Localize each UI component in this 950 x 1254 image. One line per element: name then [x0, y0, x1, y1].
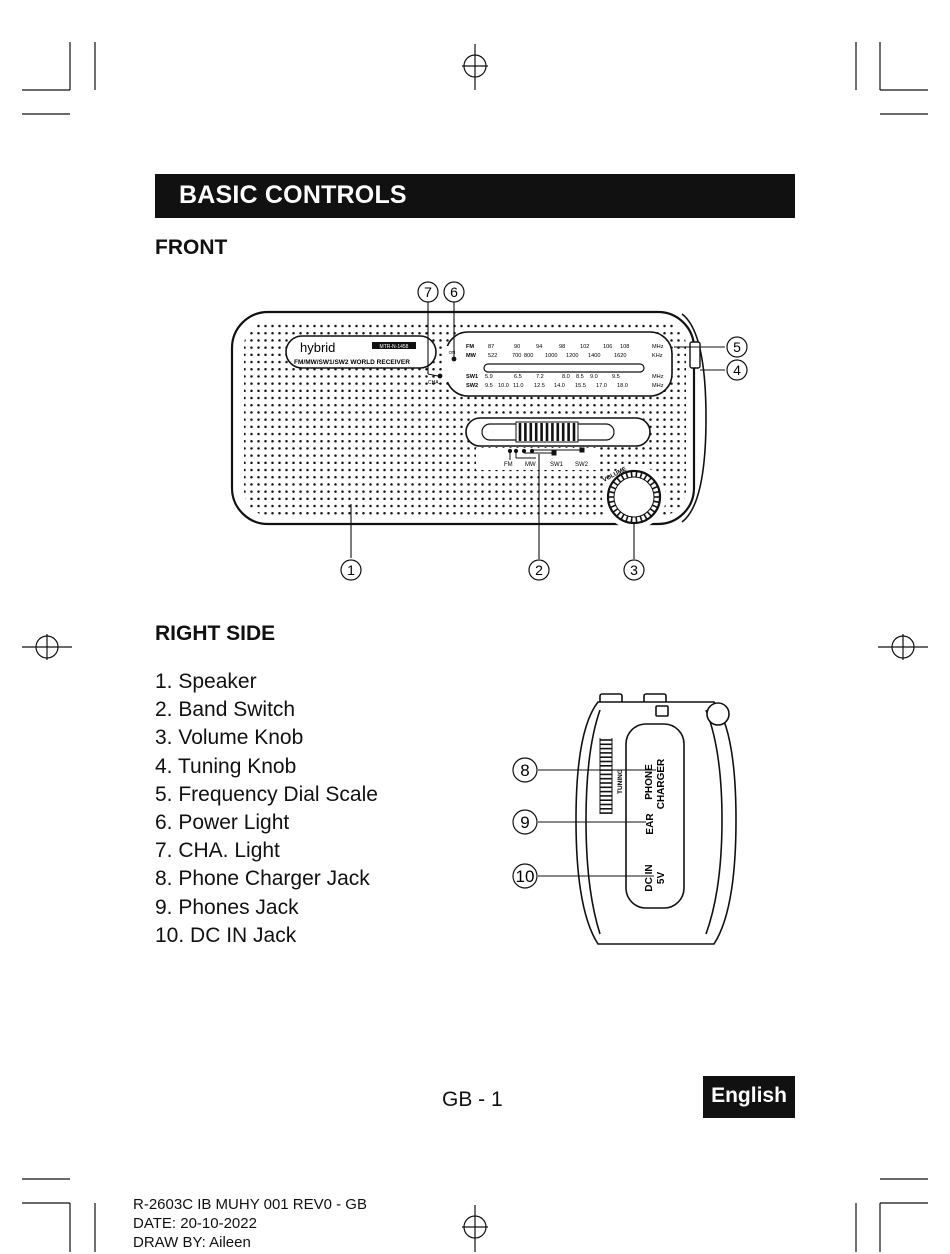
model-line: FM/MW/SW1/SW2 WORLD RECEIVER	[294, 359, 410, 366]
page-title: BASIC CONTROLS	[179, 181, 407, 209]
tuning-label: TUNING	[617, 769, 624, 794]
brand-logo: hybrid	[300, 340, 335, 355]
page-number: GB - 1	[442, 1088, 503, 1111]
dial-sw2-tick: 17.0	[596, 383, 607, 389]
callout-1: 1	[347, 562, 355, 578]
jack-label-5v: 5V	[656, 872, 667, 885]
legend-item: 5. Frequency Dial Scale	[155, 782, 378, 806]
dial-mw-tick: 1000	[545, 353, 557, 359]
dial-sw2-label: SW2	[466, 383, 478, 389]
dial-fm-tick: 108	[620, 344, 629, 350]
power-light-icon	[451, 356, 457, 362]
section-heading-front: FRONT	[155, 236, 228, 259]
band-label-sw1: SW1	[550, 462, 564, 468]
dial-mw-tick: 1620	[614, 353, 626, 359]
dial-fm-tick: 87	[488, 344, 494, 350]
footer-drawn-by: DRAW BY: Aileen	[133, 1234, 251, 1251]
dial-sw1-tick: 8.5	[576, 374, 584, 380]
dial-fm-tick: 102	[580, 344, 589, 350]
indicator-cha-label: CHA.	[428, 380, 440, 386]
legend-item: 7. CHA. Light	[155, 839, 280, 863]
band-label-mw: MW	[525, 462, 536, 468]
footer-date: DATE: 20-10-2022	[133, 1215, 257, 1232]
dial-sw2-tick: 18.0	[617, 383, 628, 389]
callout-5: 5	[733, 339, 741, 355]
front-diagram: hybrid MTR-N-1458 FM/MW/SW1/SW2 WORLD RE…	[230, 281, 748, 581]
legend-item: 8. Phone Charger Jack	[155, 867, 370, 891]
language-tab: English	[703, 1076, 795, 1118]
dial-sw2-tick: 10.0	[498, 383, 509, 389]
callout-10: 10	[516, 867, 535, 886]
tuning-knob-icon	[706, 702, 730, 726]
brand-sub: MTR-N-1458	[380, 344, 409, 350]
dial-mw-tick: 700	[512, 353, 521, 359]
legend-item: 4. Tuning Knob	[155, 754, 297, 778]
section-heading-right-side: RIGHT SIDE	[155, 622, 276, 645]
callout-6: 6	[450, 284, 458, 300]
dial-mw-tick: 800	[524, 353, 533, 359]
callout-8: 8	[520, 761, 529, 780]
dial-fm-tick: 90	[514, 344, 520, 350]
dial-sw2-unit: MHz	[652, 383, 664, 389]
title-banner: BASIC CONTROLS	[155, 174, 795, 218]
parts-legend: 1. Speaker 2. Band Switch 3. Volume Knob…	[155, 668, 378, 950]
callout-9: 9	[520, 813, 529, 832]
dial-sw2-tick: 12.5	[534, 383, 545, 389]
dial-sw2-tick: 9.5	[485, 383, 493, 389]
dial-mw-tick: 1200	[566, 353, 578, 359]
dial-mw-tick: 1400	[588, 353, 600, 359]
dial-fm-tick: 98	[559, 344, 565, 350]
dial-sw1-tick: 5.9	[485, 374, 493, 380]
band-switch-slider	[515, 421, 579, 443]
dial-fm-tick: 106	[603, 344, 612, 350]
callout-3: 3	[630, 562, 638, 578]
dial-fm-label: FM	[466, 344, 474, 350]
dial-mw-label: MW	[466, 353, 477, 359]
dial-sw2-tick: 15.5	[575, 383, 586, 389]
dial-fm-unit: MHz	[652, 344, 664, 350]
callout-2: 2	[535, 562, 543, 578]
legend-item: 2. Band Switch	[155, 698, 296, 722]
dial-sw1-tick: 6.5	[514, 374, 522, 380]
side-diagram: TUNING PHONE CHARGER EAR DC IN 5V 8 9 10	[512, 693, 737, 945]
dial-fm-tick: 94	[536, 344, 542, 350]
dial-sw1-tick: 7.2	[536, 374, 544, 380]
dial-sw1-label: SW1	[466, 374, 478, 380]
language-label: English	[711, 1084, 787, 1107]
cha-light-icon	[437, 373, 443, 379]
jack-label-phone: PHONE	[644, 764, 655, 800]
jack-label-charger: CHARGER	[656, 758, 667, 809]
dial-mw-unit: KHz	[652, 353, 663, 359]
legend-item: 3. Volume Knob	[155, 726, 304, 750]
dial-sw2-tick: 14.0	[554, 383, 565, 389]
jack-label-dc-in: DC IN	[644, 864, 655, 891]
jack-label-ear: EAR	[645, 813, 656, 835]
legend-item: 6. Power Light	[155, 810, 290, 834]
band-label-fm: FM	[504, 462, 513, 468]
band-label-sw2: SW2	[575, 462, 589, 468]
legend-item: 1. Speaker	[155, 670, 257, 693]
dial-sw1-tick: 9.0	[590, 374, 598, 380]
dial-sw1-unit: MHz	[652, 374, 664, 380]
footer-doc-code: R-2603C IB MUHY 001 REV0 - GB	[133, 1196, 367, 1213]
dial-sw1-tick: 8.0	[562, 374, 570, 380]
callout-7: 7	[424, 284, 432, 300]
dial-sw2-tick: 11.0	[513, 383, 523, 389]
tuning-knob-icon	[689, 341, 701, 369]
dial-sw1-tick: 9.5	[612, 374, 620, 380]
indicator-on-label: ON	[449, 350, 456, 355]
dial-mw-tick: 522	[488, 353, 497, 359]
legend-item: 10. DC IN Jack	[155, 923, 297, 947]
callout-4: 4	[733, 362, 741, 378]
legend-item: 9. Phones Jack	[155, 895, 299, 919]
